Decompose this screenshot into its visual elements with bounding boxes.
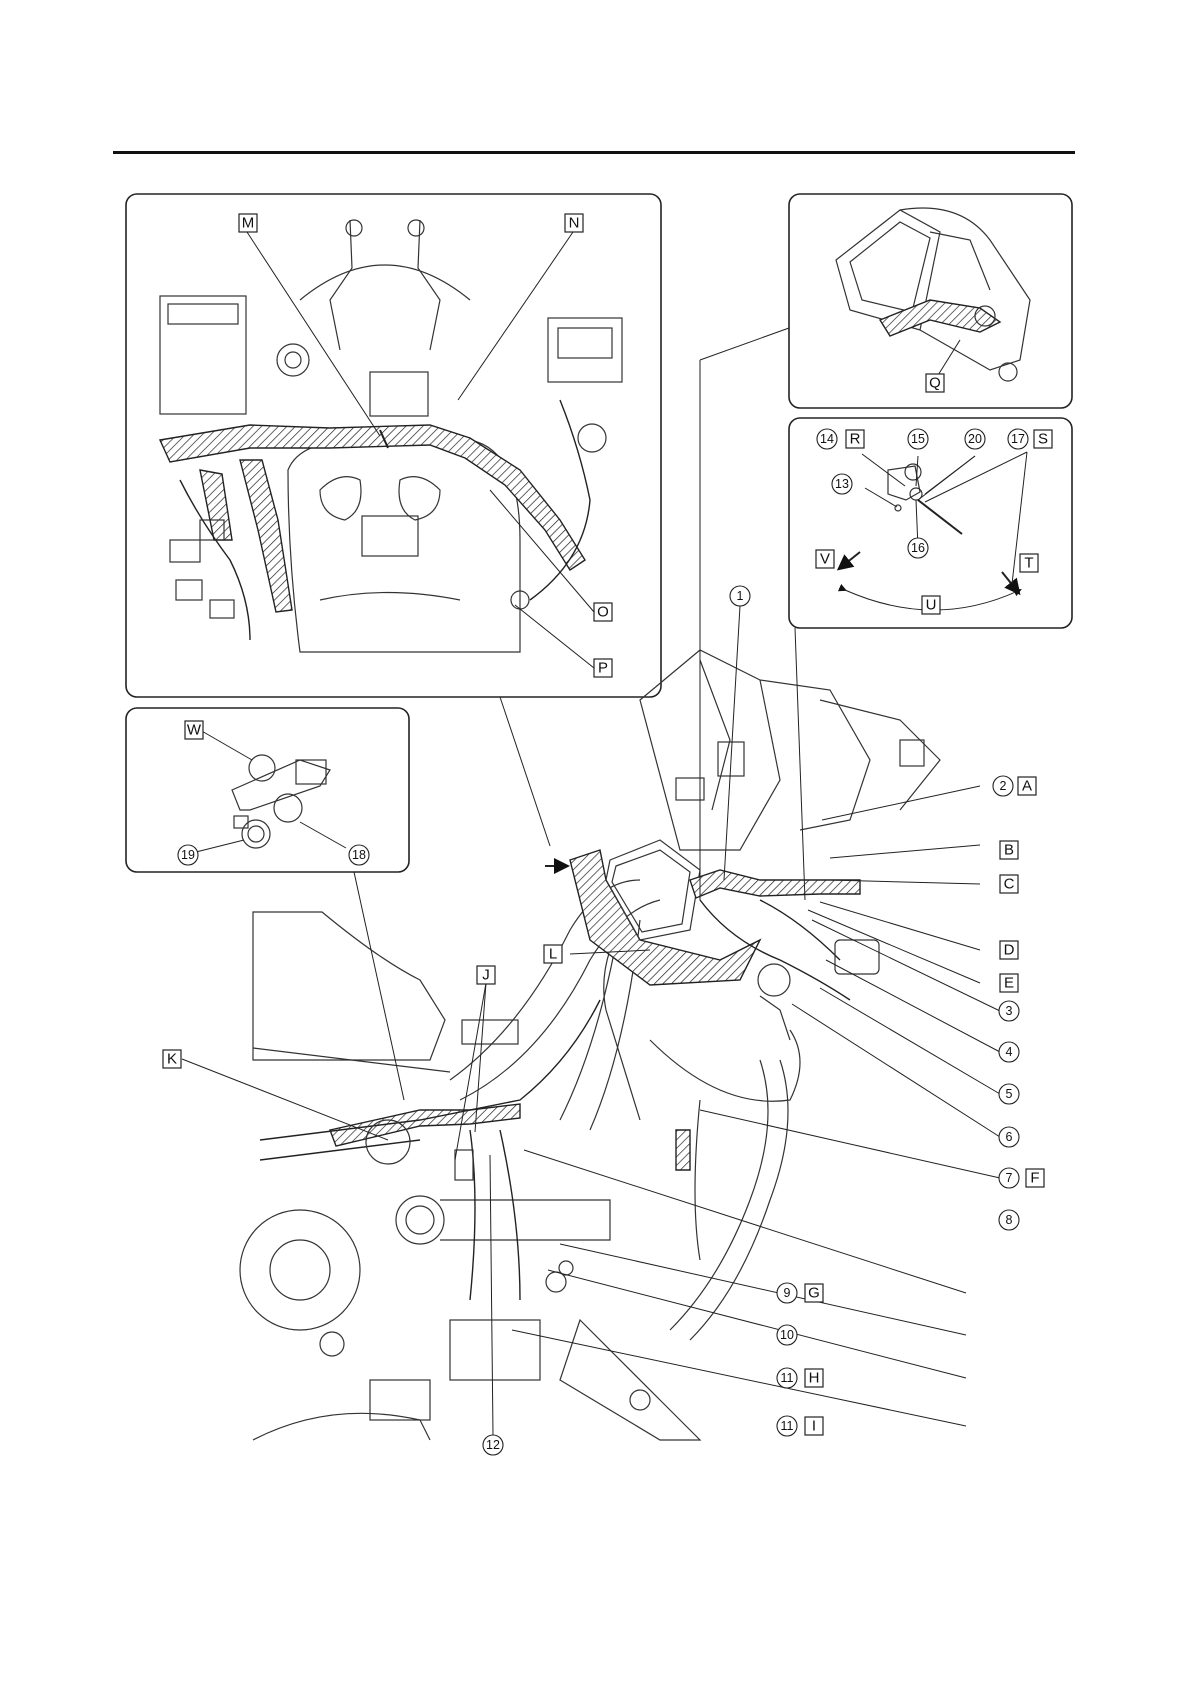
- sensor-body: [888, 466, 920, 500]
- callout-5: 5: [1006, 1087, 1013, 1101]
- arrow-t: [1002, 572, 1018, 592]
- callout-K: K: [167, 1051, 177, 1068]
- callout-R: R: [850, 431, 861, 448]
- bracket-plate: [232, 760, 330, 810]
- intake-tube: [440, 1200, 610, 1240]
- callout-I: I: [812, 1418, 816, 1435]
- inset-connector: [126, 708, 409, 872]
- letter-callouts: M N O P Q R S T U V W A B C: [163, 214, 1052, 1435]
- main-side-view: [240, 650, 940, 1440]
- rectifier-lead-hatch: [880, 300, 1000, 336]
- callout-J: J: [482, 967, 490, 984]
- callout-6: 6: [1006, 1130, 1013, 1144]
- callout-F: F: [1030, 1170, 1039, 1187]
- inset-harness-top-view: [126, 194, 661, 697]
- callout-9: 9: [784, 1286, 791, 1300]
- fuel-cap: [277, 344, 309, 376]
- bolt-left: [346, 220, 362, 236]
- engine-cover: [240, 1210, 360, 1330]
- callout-C: C: [1004, 876, 1015, 893]
- callout-19: 19: [181, 848, 195, 862]
- ignition-coil: [758, 964, 790, 996]
- callout-1: 1: [737, 589, 744, 603]
- callout-14: 14: [820, 432, 834, 446]
- frame-head: [330, 220, 440, 350]
- callout-3: 3: [1006, 1004, 1013, 1018]
- callout-S: S: [1038, 431, 1048, 448]
- callout-Q: Q: [929, 375, 941, 392]
- callout-G: G: [808, 1285, 820, 1302]
- callout-18: 18: [352, 848, 366, 862]
- side-cover: [560, 1320, 700, 1440]
- callout-O: O: [597, 604, 609, 621]
- callout-20: 20: [968, 432, 982, 446]
- air-filter-box: [450, 1320, 540, 1380]
- callout-2: 2: [1000, 779, 1007, 793]
- callout-U: U: [926, 597, 937, 614]
- hole-18: [274, 794, 302, 822]
- leader-lines: [182, 232, 1000, 1435]
- callout-15: 15: [911, 432, 925, 446]
- callout-8: 8: [1006, 1213, 1013, 1227]
- callout-V: V: [820, 551, 830, 568]
- harness-main-hatch: [690, 870, 860, 898]
- callout-11a: 11: [781, 1371, 794, 1385]
- callout-D: D: [1004, 942, 1015, 959]
- fuel-tank: [253, 912, 445, 1060]
- bolt-right: [408, 220, 424, 236]
- air-duct: [650, 1030, 800, 1101]
- callout-E: E: [1004, 975, 1014, 992]
- lower-harness-hatch: [330, 1104, 520, 1146]
- callout-4: 4: [1006, 1045, 1013, 1059]
- callout-13: 13: [835, 477, 849, 491]
- callout-T: T: [1024, 555, 1033, 572]
- callout-P: P: [598, 660, 608, 677]
- callout-L: L: [549, 946, 557, 963]
- harness-branch-left: [240, 460, 292, 612]
- callout-16: 16: [911, 541, 925, 555]
- hose-long-1: [690, 1060, 788, 1340]
- relay-unit: [370, 372, 428, 416]
- coupler-19: [242, 820, 270, 848]
- callout-17: 17: [1011, 432, 1025, 446]
- ecu-box: [160, 296, 246, 414]
- throttle-body: [396, 1196, 444, 1244]
- starter-relay: [835, 940, 879, 974]
- callout-11b: 11: [781, 1419, 794, 1433]
- callout-N: N: [569, 215, 580, 232]
- callout-10: 10: [780, 1328, 794, 1342]
- hose: [918, 500, 962, 534]
- callout-H: H: [809, 1370, 820, 1387]
- callout-B: B: [1004, 842, 1014, 859]
- arrow-v: [840, 552, 860, 568]
- upper-frame-arch: [300, 265, 470, 300]
- callout-12: 12: [486, 1438, 500, 1452]
- rectifier-mount-hatch: [570, 850, 760, 985]
- inset-4-frame: [126, 708, 409, 872]
- callout-A: A: [1022, 778, 1032, 795]
- callout-M: M: [242, 215, 255, 232]
- callout-7: 7: [1006, 1171, 1013, 1185]
- callout-W: W: [187, 722, 202, 739]
